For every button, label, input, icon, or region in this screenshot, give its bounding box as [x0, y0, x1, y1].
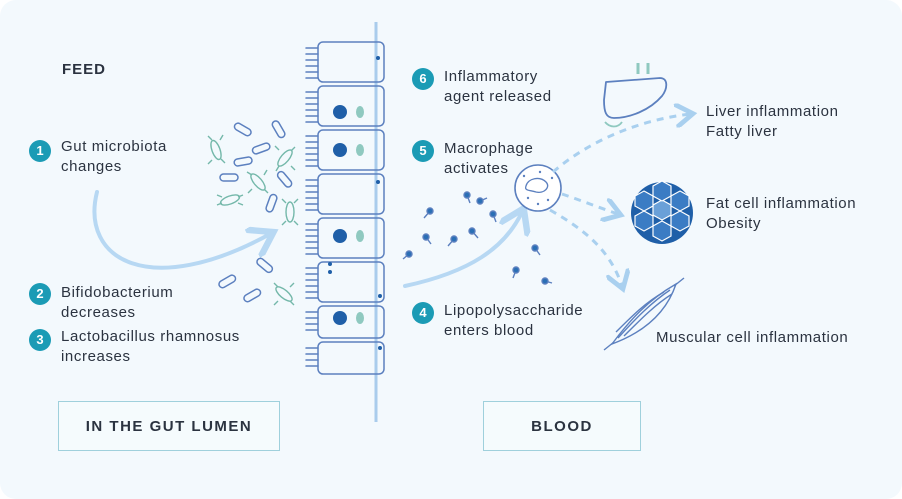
- arrow-to-fat: [561, 192, 618, 214]
- gut-bacteria: [218, 120, 293, 303]
- step-3-label: Lactobacillus rhamnosus increases: [61, 327, 240, 367]
- step-3-badge: 3: [29, 329, 51, 351]
- step-4-line2: enters blood: [444, 322, 534, 339]
- muscle-outcome-label: Muscular cell inflammation: [656, 329, 849, 346]
- step-3-line1: Lactobacillus rhamnosus: [61, 328, 240, 345]
- step-1-line1: Gut microbiota: [61, 138, 167, 155]
- blood-region-label: BLOOD: [483, 401, 641, 451]
- step-2-label: Bifidobacterium decreases: [61, 283, 173, 323]
- liver-outcome-line1: Liver inflammation: [706, 103, 839, 120]
- liver-icon: [603, 63, 668, 128]
- liver-outcome-line2: Fatty liver: [706, 123, 778, 140]
- step-2-line1: Bifidobacterium: [61, 284, 174, 301]
- step-1-label: Gut microbiota changes: [61, 137, 167, 177]
- fat-outcome-line2: Obesity: [706, 215, 762, 232]
- flagellated-bacteria: [207, 134, 299, 306]
- arrow-to-muscle: [549, 208, 622, 286]
- fat-outcome-label: Fat cell inflammation Obesity: [706, 194, 856, 234]
- step-5-badge: 5: [412, 140, 434, 162]
- feed-label: FEED: [62, 61, 107, 78]
- step-4-badge: 4: [412, 302, 434, 324]
- fat-outcome-line1: Fat cell inflammation: [706, 195, 857, 212]
- step-1-badge: 1: [29, 140, 51, 162]
- step-6-badge: 6: [412, 68, 434, 90]
- step-1-line2: changes: [61, 158, 122, 175]
- intestinal-epithelium: [305, 41, 385, 375]
- step-4-label: Lipopolysaccharide enters blood: [444, 301, 583, 341]
- lumen-flow-arrow: [92, 190, 270, 270]
- step-5-label: Macrophage activates: [444, 139, 533, 179]
- step-4-line1: Lipopolysaccharide: [444, 302, 584, 319]
- step-2-badge: 2: [29, 283, 51, 305]
- step-6-label: Inflammatory agent released: [444, 67, 552, 107]
- fat-cell-icon: [631, 180, 693, 244]
- arrow-to-liver: [552, 114, 690, 174]
- muscle-icon: [603, 277, 685, 351]
- step-6-line1: Inflammatory: [444, 68, 538, 85]
- step-5-line1: Macrophage: [444, 140, 534, 157]
- step-5-line2: activates: [444, 160, 509, 177]
- macrophage-cell: [514, 164, 562, 212]
- cell-nuclei: [328, 56, 382, 350]
- step-3-line2: increases: [61, 348, 131, 365]
- lipopolysaccharide-molecules: [402, 191, 553, 285]
- liver-outcome-label: Liver inflammation Fatty liver: [706, 102, 839, 142]
- blood-flow-arrow: [403, 212, 522, 288]
- step-6-line2: agent released: [444, 88, 552, 105]
- gut-lumen-region-label: IN THE GUT LUMEN: [58, 401, 280, 451]
- step-2-line2: decreases: [61, 304, 136, 321]
